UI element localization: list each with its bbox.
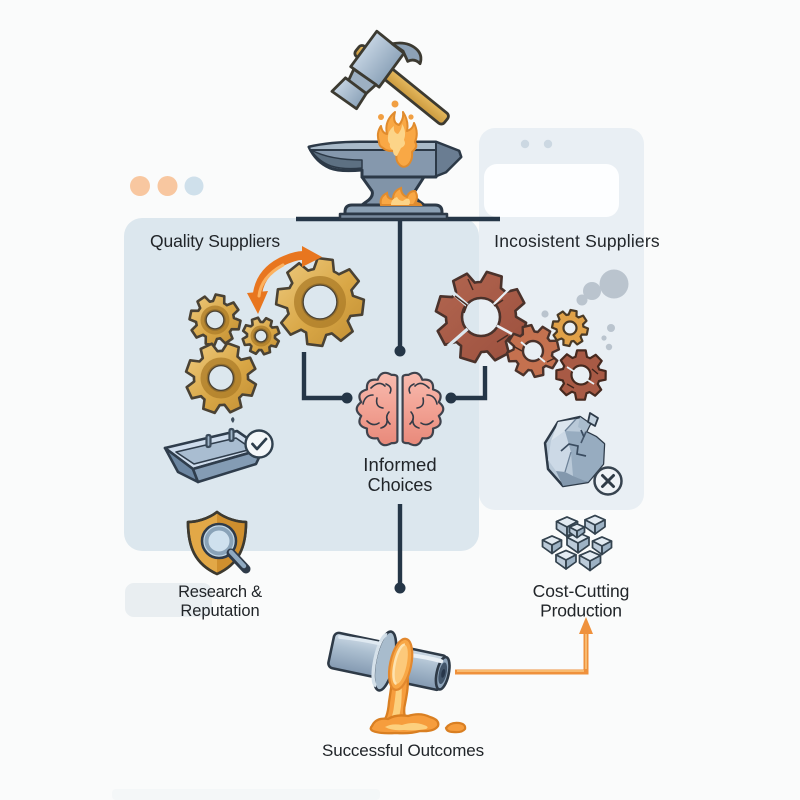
svg-text:Quality Suppliers: Quality Suppliers bbox=[150, 231, 280, 251]
svg-text:Research &: Research & bbox=[178, 583, 262, 601]
svg-text:Successful Outcomes: Successful Outcomes bbox=[322, 741, 484, 760]
svg-text:Choices: Choices bbox=[368, 475, 433, 495]
svg-text:Incosistent Suppliers: Incosistent Suppliers bbox=[494, 231, 660, 251]
svg-text:Production: Production bbox=[540, 601, 622, 621]
svg-text:Cost-Cutting: Cost-Cutting bbox=[533, 581, 630, 601]
svg-text:Reputation: Reputation bbox=[180, 602, 259, 620]
svg-text:Informed: Informed bbox=[363, 454, 436, 475]
